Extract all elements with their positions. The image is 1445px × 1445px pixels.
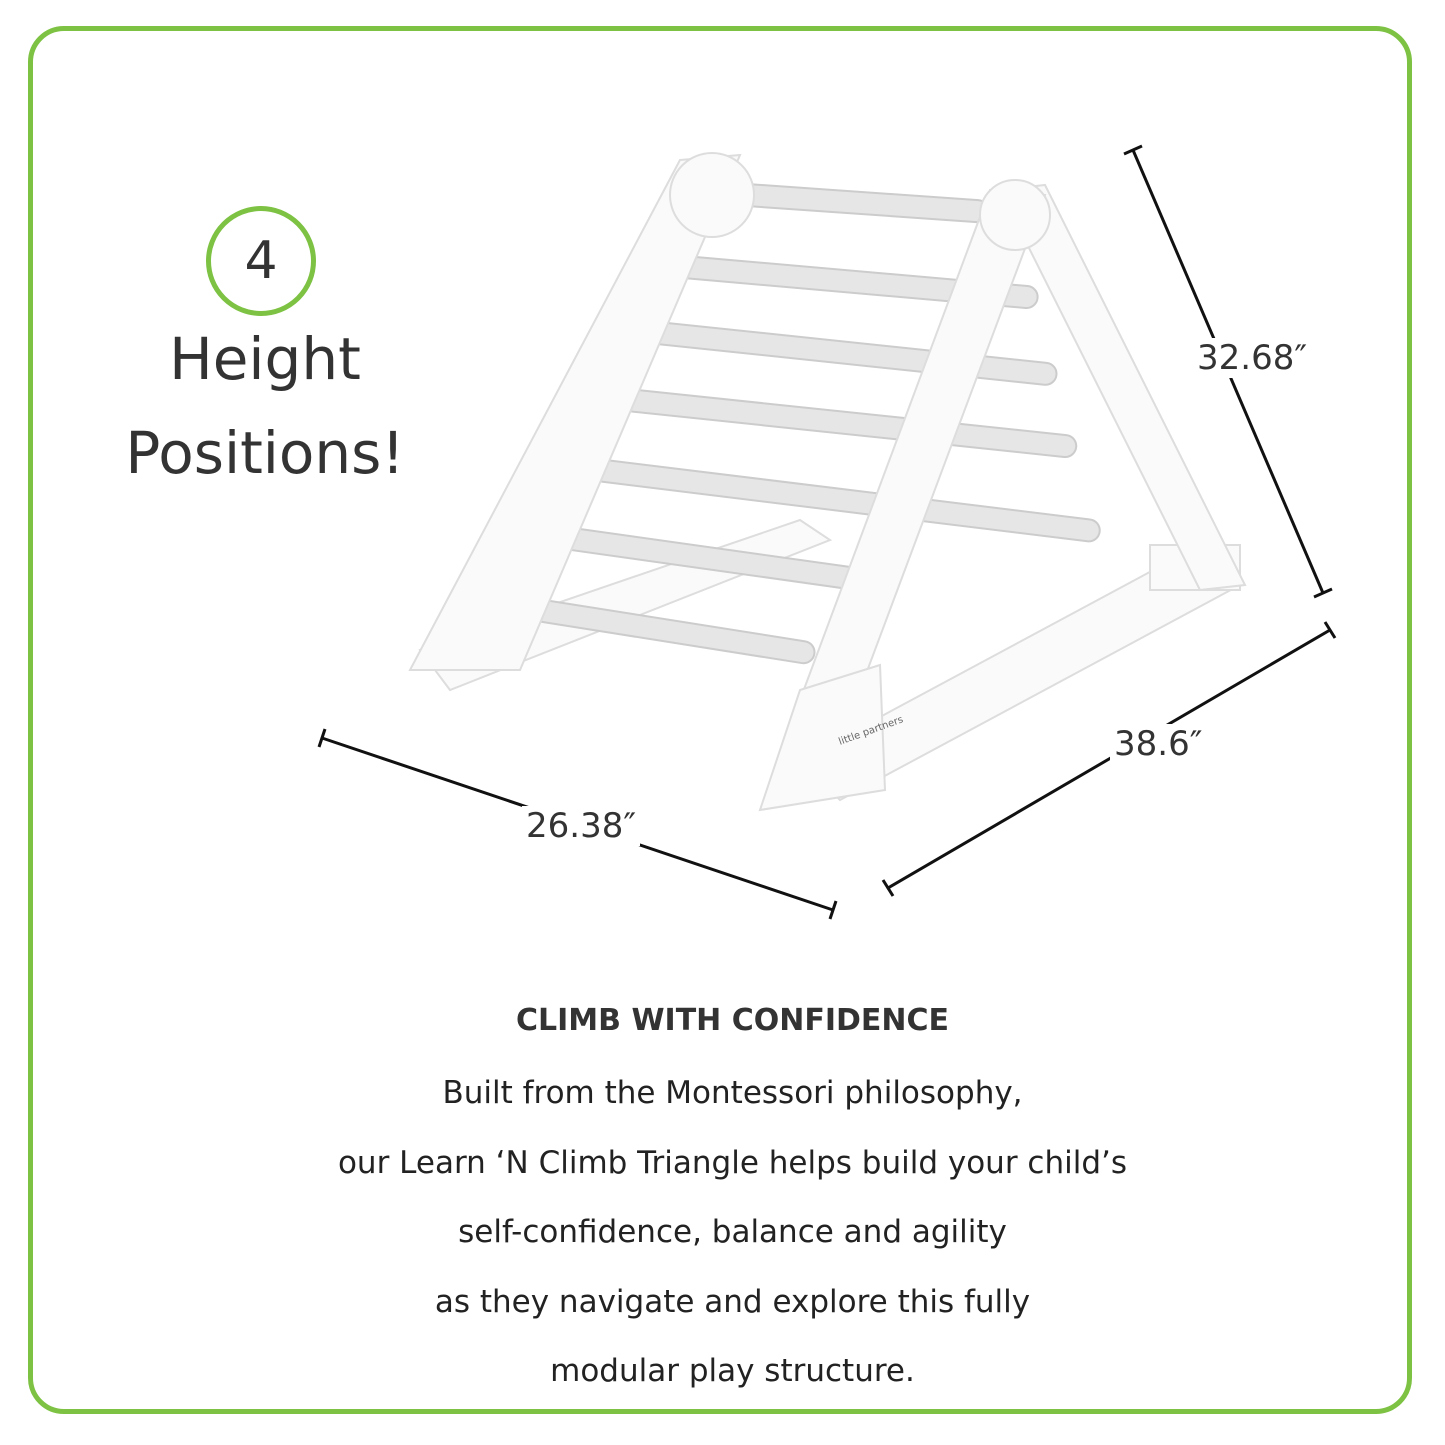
description-line: self-confidence, balance and agility <box>458 1214 1007 1250</box>
badge-line1: Height <box>169 325 361 393</box>
number-badge: 4 <box>206 206 316 316</box>
description-line: modular play structure. <box>550 1353 915 1389</box>
height-dimension-label: 32.68″ <box>1193 338 1312 378</box>
description-heading: CLIMB WITH CONFIDENCE <box>515 1003 950 1038</box>
triangle-product-image <box>408 152 1247 812</box>
badge-number: 4 <box>244 231 278 291</box>
description-line: our Learn ‘N Climb Triangle helps build … <box>337 1145 1128 1181</box>
length-dimension-label: 38.6″ <box>1110 724 1207 764</box>
badge-line2: Positions! <box>125 419 405 487</box>
length-dimension-line <box>887 628 1331 890</box>
description-line: as they navigate and explore this fully <box>434 1284 1031 1320</box>
width-dimension-label: 26.38″ <box>522 806 641 846</box>
description-line: Built from the Montessori philosophy, <box>442 1075 1023 1111</box>
green-border-frame <box>28 26 1412 1414</box>
